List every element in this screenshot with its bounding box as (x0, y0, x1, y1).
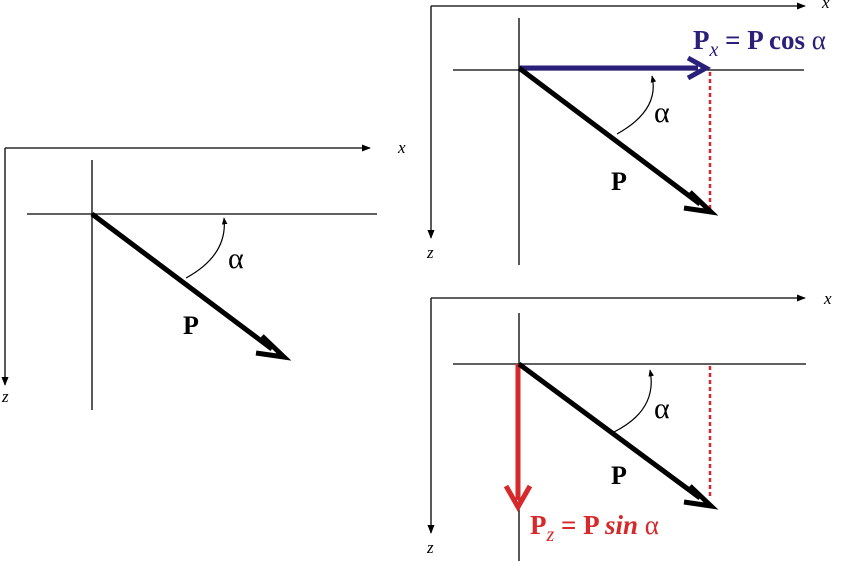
angle-arc (185, 217, 228, 279)
panel-z-component: x z α P Pz = P sin α (426, 289, 832, 561)
formula-function: sin (604, 510, 638, 540)
vector-p-line (90, 212, 274, 351)
formula-rest: = P (554, 510, 605, 540)
z-component-formula: Pz = P sin α (530, 510, 659, 546)
formula-rest: = P cos (718, 25, 811, 55)
vector-p-line (517, 66, 702, 206)
panel-x-component: x z α P Px = P cos α (426, 0, 830, 265)
angle-label: α (228, 242, 244, 275)
x-axis-label: x (823, 289, 832, 308)
panel-original: x z α P (1, 138, 406, 410)
angle-label: α (654, 392, 670, 425)
z-axis-label: z (426, 243, 434, 262)
vector-p-arrowhead (683, 484, 719, 510)
formula-subscript: x (709, 39, 719, 61)
formula-angle: α (812, 25, 826, 55)
vector-label: P (611, 461, 627, 490)
z-axis-label: z (1, 387, 9, 406)
formula-base: P (693, 25, 710, 55)
angle-label: α (654, 96, 670, 129)
angle-arc (616, 75, 657, 135)
z-axis-label: z (426, 538, 434, 557)
vector-p-arrowhead (683, 190, 719, 216)
z-component-arrowhead (503, 484, 533, 513)
x-axis-label: x (821, 0, 830, 12)
formula-base: P (530, 510, 547, 540)
x-component-formula: Px = P cos α (693, 25, 826, 61)
vector-label: P (183, 311, 199, 340)
vector-label: P (611, 167, 627, 196)
vector-p-arrowhead (255, 334, 292, 361)
vector-p-line (517, 361, 702, 501)
formula-angle: α (645, 510, 659, 540)
formula-subscript: z (546, 524, 555, 546)
x-component-arrowhead (686, 55, 712, 81)
angle-arc (613, 369, 654, 433)
x-axis-label: x (397, 138, 406, 157)
formula-space (638, 510, 645, 540)
